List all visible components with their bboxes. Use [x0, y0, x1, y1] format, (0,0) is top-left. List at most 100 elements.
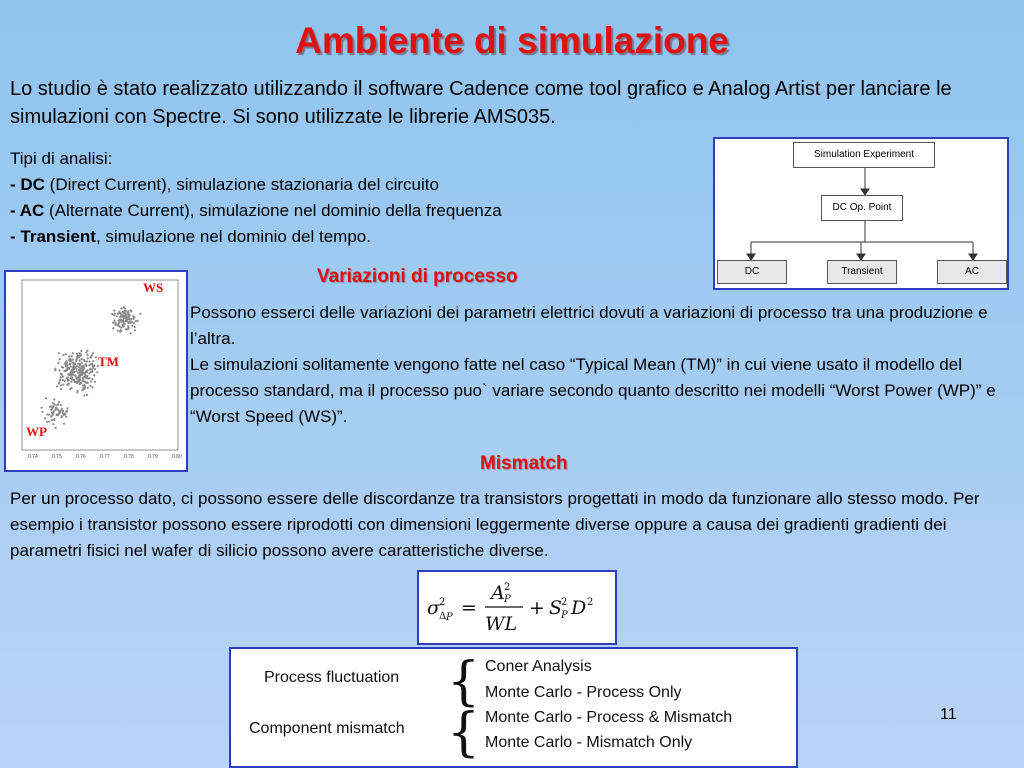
scatter-point	[128, 320, 131, 323]
scatter-point	[119, 318, 122, 321]
analysis-desc: (Alternate Current), simulazione nel dom…	[44, 201, 502, 220]
x-tick-label: 0.79	[148, 454, 158, 460]
scatter-point	[55, 414, 58, 417]
scatter-point	[91, 386, 94, 389]
scatter-point	[48, 405, 52, 408]
scatter-point	[55, 406, 58, 409]
scatter-point	[74, 363, 77, 366]
scatter-point	[127, 325, 130, 328]
svg-text:A: A	[489, 582, 505, 604]
scatter-point	[68, 358, 71, 361]
scatter-point	[111, 321, 115, 324]
table-right-item: Monte Carlo - Mismatch Only	[485, 734, 693, 751]
scatter-point	[127, 326, 130, 330]
scatter-point	[81, 384, 85, 387]
wp-label: WP	[26, 424, 47, 439]
scatter-point	[123, 316, 127, 319]
flow-connectors	[746, 168, 978, 261]
scatter-point	[85, 376, 88, 379]
analysis-key: - AC	[10, 201, 45, 220]
scatter-point	[74, 374, 77, 377]
tm-label: TM	[98, 354, 119, 369]
scatter-point	[69, 359, 73, 362]
scatter-point	[54, 408, 57, 411]
scatter-point	[65, 415, 68, 418]
scatter-point	[53, 403, 56, 406]
brace-icon: {	[447, 652, 480, 712]
scatter-point	[130, 320, 134, 324]
scatter-point	[86, 369, 89, 372]
table-right-item: Coner Analysis	[485, 658, 592, 675]
scatter-point	[94, 356, 97, 359]
scatter-point	[82, 377, 85, 380]
scatter-point	[75, 370, 78, 373]
scatter-point	[64, 363, 67, 366]
scatter-point	[82, 358, 85, 361]
scatter-point	[88, 377, 91, 380]
scatter-point	[90, 380, 93, 383]
scatter-point	[83, 394, 86, 397]
svg-text:=: =	[461, 597, 477, 619]
scatter-point	[133, 329, 137, 332]
scatter-point	[66, 364, 69, 367]
brace-icon: {	[447, 703, 480, 763]
scatter-point	[120, 307, 123, 310]
scatter-point	[41, 410, 44, 413]
scatter-point	[59, 384, 63, 387]
scatter-point	[75, 367, 78, 370]
scatter-point	[117, 323, 120, 327]
scatter-point	[116, 329, 119, 332]
scatter-point	[91, 352, 95, 355]
table-left-component-mismatch: Component mismatch	[249, 720, 405, 737]
scatter-point	[133, 316, 136, 319]
scatter-point	[82, 372, 85, 375]
scatter-point	[119, 326, 122, 329]
scatter-point	[86, 393, 89, 396]
scatter-point	[76, 362, 80, 365]
x-tick-label: 0.74	[28, 454, 38, 460]
analysis-header: Tipi di analisi:	[10, 149, 113, 168]
scatter-point	[66, 376, 69, 379]
scatter-point	[127, 315, 130, 318]
scatter-point	[55, 385, 59, 388]
scatter-point	[58, 369, 61, 372]
scatter-point	[77, 377, 80, 380]
svg-text:P: P	[445, 612, 453, 623]
scatter-point	[64, 413, 67, 416]
scatter-point	[52, 410, 56, 413]
mismatch-heading: Mismatch	[480, 453, 568, 474]
scatter-point	[114, 323, 117, 326]
scatter-point	[88, 360, 91, 363]
scatter-point	[63, 379, 66, 382]
scatter-point	[77, 371, 80, 374]
scatter-point	[61, 366, 65, 369]
scatter-point	[76, 354, 80, 357]
scatter-point	[82, 368, 85, 371]
mismatch-text: Per un processo dato, ci possono essere …	[10, 489, 980, 560]
scatter-point	[117, 319, 120, 322]
scatter-point	[58, 382, 61, 385]
scatter-point	[81, 365, 84, 369]
scatter-point	[93, 374, 96, 377]
scatter-point	[79, 374, 82, 377]
flow-node-simulation-experiment: Simulation Experiment	[793, 142, 935, 168]
scatter-point	[75, 359, 78, 363]
flow-node-dc: DC	[717, 260, 787, 284]
scatter-point	[89, 356, 92, 359]
scatter-point	[62, 354, 65, 357]
scatter-point	[70, 355, 73, 358]
scatter-point	[121, 319, 124, 322]
analysis-key: - Transient	[10, 227, 96, 246]
scatter-point	[54, 426, 57, 429]
brace-icons: { {	[447, 652, 480, 763]
scatter-point	[53, 398, 56, 401]
scatter-point	[117, 312, 121, 315]
svg-text:P: P	[503, 594, 511, 605]
scatter-point	[68, 363, 71, 366]
scatter-point	[92, 366, 95, 369]
scatter-point	[40, 406, 43, 409]
scatter-point	[76, 352, 79, 356]
formula-graphic: σ 2 Δ P = A 2 P WL + S 2 P D 2	[427, 582, 593, 635]
scatter-point	[136, 319, 139, 322]
scatter-point	[80, 361, 83, 364]
